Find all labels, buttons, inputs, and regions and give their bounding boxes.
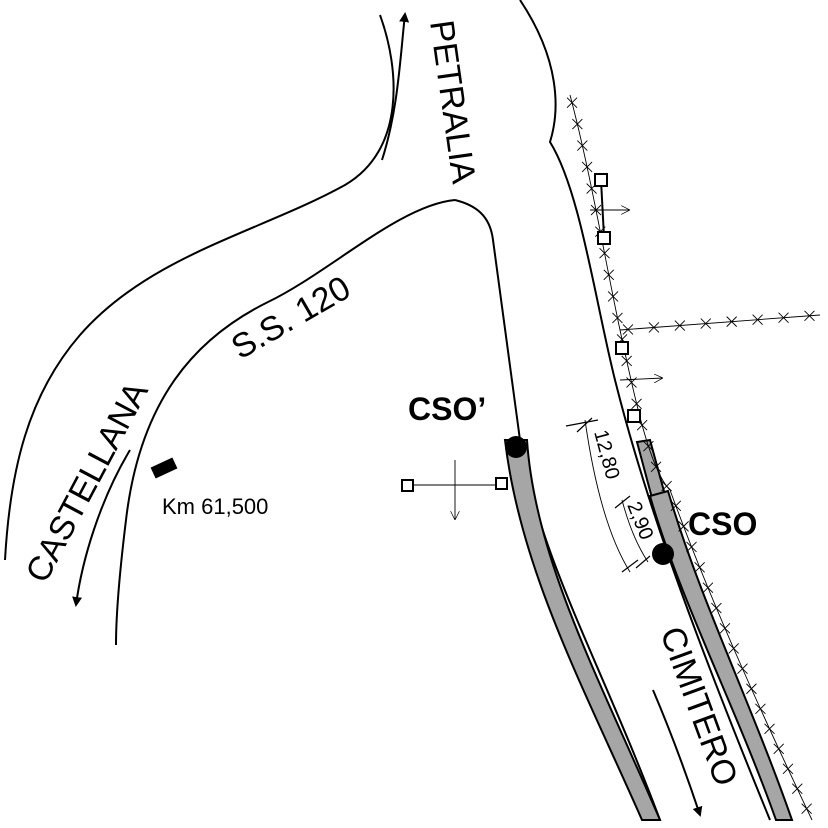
fence-x-mark [778, 312, 789, 324]
fence-x-mark [737, 663, 748, 674]
fence-x-mark [764, 723, 775, 735]
fence-x-mark [728, 643, 739, 654]
label-castellana: CASTELLANA [19, 375, 156, 588]
fence-x-mark [599, 247, 610, 259]
fence-x-mark [572, 118, 583, 130]
fence-x-mark [702, 582, 714, 594]
fence-x-mark [603, 269, 615, 281]
fence-x-mark [650, 461, 662, 473]
fence-x-mark [791, 783, 803, 795]
fence-x-mark [700, 318, 712, 329]
label-cso-prime: CSO’ [408, 391, 486, 427]
dimension-line-12-80 [584, 419, 631, 573]
survey-points [401, 173, 641, 492]
fence-x-mark [726, 316, 738, 327]
fence-x-mark [631, 398, 642, 410]
fence-x-mark [661, 480, 672, 492]
dimension-ticks [565, 417, 651, 573]
arrow-to-petralia-icon [381, 12, 410, 161]
fence-x-mark [686, 541, 697, 553]
arrow-to-cimitero-icon [652, 689, 703, 817]
dimension-line-2-90 [621, 499, 649, 563]
arrow-to-castellana-icon [72, 449, 131, 607]
fence-x-mark [607, 291, 619, 302]
fence-x-mark [694, 562, 705, 573]
ss120-inner-edge [115, 199, 456, 646]
cso-strip [648, 489, 794, 821]
fence-x-mark [746, 683, 757, 695]
fence-x-mark [711, 602, 722, 614]
fence-x-mark [648, 322, 660, 333]
cso-prime-strip [503, 439, 662, 821]
fence-x-mark [804, 310, 815, 322]
direction-arrow-thin [619, 378, 663, 380]
ss120-outer-edge [4, 14, 395, 561]
km-marker-post [150, 457, 178, 479]
fence-x-mark [755, 703, 766, 715]
fence-x-mark [670, 500, 682, 512]
fence-x-mark [773, 743, 785, 755]
fence-x-mark [566, 97, 578, 109]
fence-x-mark [622, 324, 634, 335]
fence-x-mark [674, 320, 686, 331]
fence-x-mark [612, 312, 623, 324]
fence-x-mark [577, 140, 588, 151]
fence-branch [619, 314, 821, 331]
fence-x-mark [643, 440, 654, 452]
label-road-name: S.S. 120 [225, 269, 357, 367]
fence-x-mark [581, 161, 593, 173]
fence-x-mark [801, 803, 812, 814]
fence-x-mark [621, 355, 633, 367]
branch-road-right-edge [519, 0, 771, 821]
label-km-marker: Km 61,500 [162, 494, 268, 519]
fence-x-mark [678, 521, 689, 532]
cso-prime-point[interactable] [505, 436, 527, 458]
fence-x-mark [752, 314, 763, 325]
cso-point[interactable] [652, 543, 674, 565]
fence-x-mark [719, 622, 731, 634]
fence-x-mark [782, 763, 794, 775]
label-petralia: PETRALIA [422, 18, 483, 186]
label-cso: CSO [688, 506, 757, 542]
